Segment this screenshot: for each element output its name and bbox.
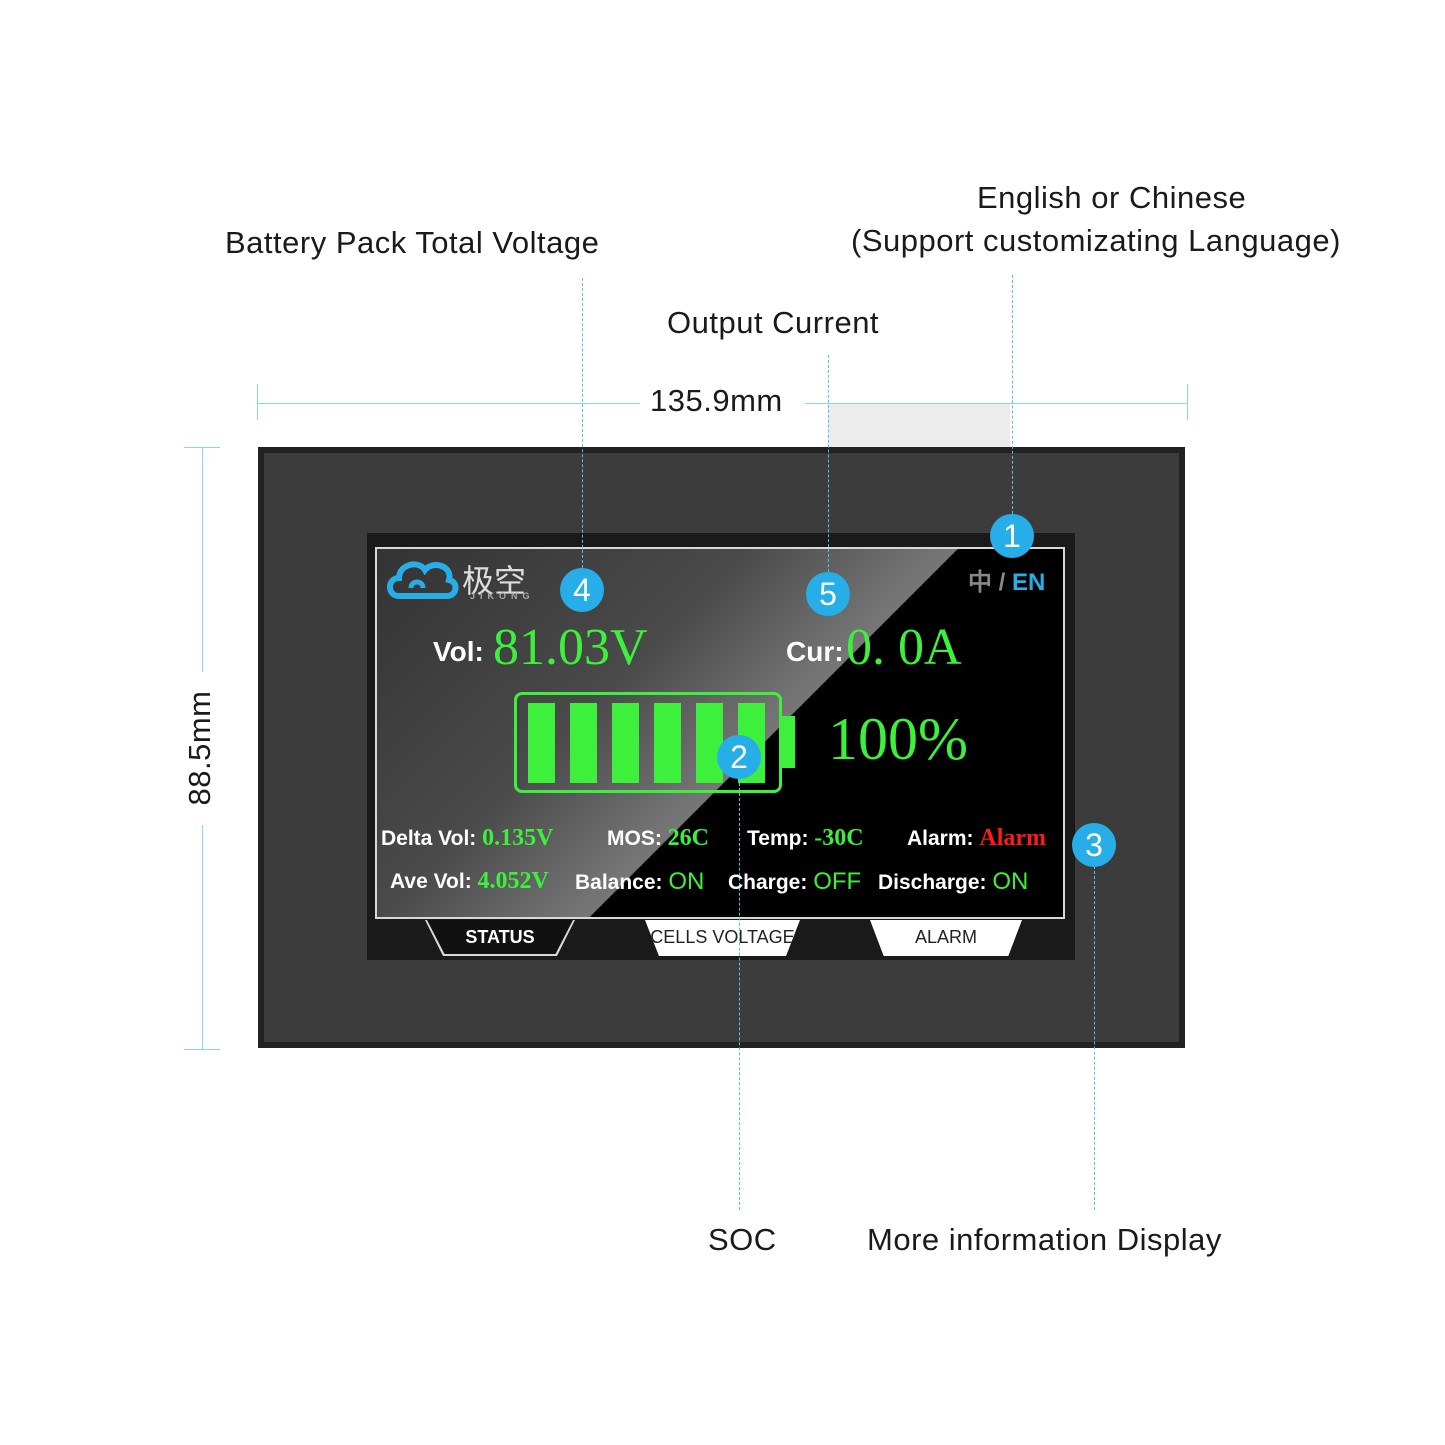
cloud-logo-icon: [387, 561, 459, 599]
label-soc: SOC: [708, 1222, 777, 1257]
language-en[interactable]: EN: [1012, 569, 1046, 596]
label-more-info: More information Display: [867, 1222, 1222, 1257]
dimension-line-width: [257, 403, 640, 404]
leader-line-more-info: [1094, 866, 1095, 1210]
stat-value: 26C: [667, 825, 710, 851]
dimension-line-height: [202, 447, 203, 672]
label-language: English or Chinese: [977, 180, 1247, 215]
stat-charge: Charge: OFF: [728, 868, 861, 896]
tab-label: CELLS VOLTAGE: [650, 927, 795, 947]
tab-label: STATUS: [465, 927, 535, 947]
label-output-current: Output Current: [667, 305, 880, 340]
label-total-voltage: Battery Pack Total Voltage: [225, 225, 600, 260]
stat-value: 0.135V: [482, 825, 554, 851]
stat-value: ON: [668, 868, 705, 895]
stat-label: Balance:: [575, 871, 663, 894]
logo-latin: JIKONG: [470, 591, 535, 601]
stat-label: Discharge:: [878, 871, 987, 894]
badge-5: 5: [806, 572, 850, 616]
stat-value: 4.052V: [477, 868, 549, 894]
voltage-value: 81.03V: [493, 619, 648, 676]
tab-cells-voltage[interactable]: CELLS VOLTAGE: [645, 920, 800, 956]
tab-status[interactable]: STATUS: [425, 920, 575, 956]
stat-label: Alarm:: [907, 827, 974, 850]
leader-line-voltage: [582, 278, 583, 568]
language-toggle[interactable]: 中 / EN: [968, 562, 1045, 597]
stat-discharge: Discharge: ON: [878, 868, 1028, 896]
dimension-line-height: [202, 825, 203, 1049]
battery-terminal: [782, 716, 795, 768]
dimension-line-width: [805, 403, 1187, 404]
dimension-tick-bottom: [184, 1049, 220, 1050]
leader-line-current: [828, 355, 829, 572]
stat-label: MOS:: [607, 827, 662, 850]
soc-value: 100%: [828, 706, 968, 772]
stat-label: Ave Vol:: [390, 870, 472, 893]
stat-value: Alarm: [979, 825, 1047, 851]
badge-4: 4: [560, 568, 604, 612]
tab-alarm[interactable]: ALARM: [870, 920, 1022, 956]
stat-value: -30C: [814, 825, 864, 851]
language-zh[interactable]: 中: [968, 569, 992, 596]
logo-chinese: 极空: [462, 562, 527, 600]
stat-label: Charge:: [728, 871, 808, 894]
tab-label: ALARM: [914, 927, 977, 947]
label-language-note: (Support customizating Language): [851, 223, 1341, 258]
battery-bar: [528, 703, 555, 783]
battery-bar: [570, 703, 597, 783]
stat-temp: Temp: -30C: [747, 825, 864, 852]
dimension-width-label: 135.9mm: [650, 383, 783, 418]
stat-ave-vol: Ave Vol: 4.052V: [390, 868, 549, 895]
stat-balance: Balance: ON: [575, 868, 704, 896]
stat-delta-vol: Delta Vol: 0.135V: [381, 825, 553, 852]
dimension-tick-left: [257, 384, 258, 420]
battery-outline: [514, 692, 782, 793]
battery-bar: [612, 703, 639, 783]
leader-line-language: [1012, 275, 1013, 514]
current-value: 0. 0A: [846, 619, 962, 676]
reflection: [828, 404, 1010, 447]
badge-2: 2: [717, 735, 761, 779]
language-separator: /: [998, 569, 1006, 596]
battery-bar: [696, 703, 723, 783]
leader-line-soc: [739, 778, 740, 1210]
dimension-tick-right: [1187, 384, 1188, 420]
stat-alarm: Alarm: Alarm: [907, 825, 1046, 852]
battery-bar: [654, 703, 681, 783]
stat-label: Temp:: [747, 827, 809, 850]
stat-mos: MOS: 26C: [607, 825, 709, 852]
stat-label: Delta Vol:: [381, 827, 477, 850]
dimension-height-label: 88.5mm: [182, 690, 217, 806]
stat-value: OFF: [813, 868, 862, 895]
badge-1: 1: [990, 514, 1034, 558]
stat-value: ON: [992, 868, 1029, 895]
badge-3: 3: [1072, 823, 1116, 867]
current-label: Cur:: [786, 636, 844, 667]
voltage-label: Vol:: [433, 636, 484, 667]
